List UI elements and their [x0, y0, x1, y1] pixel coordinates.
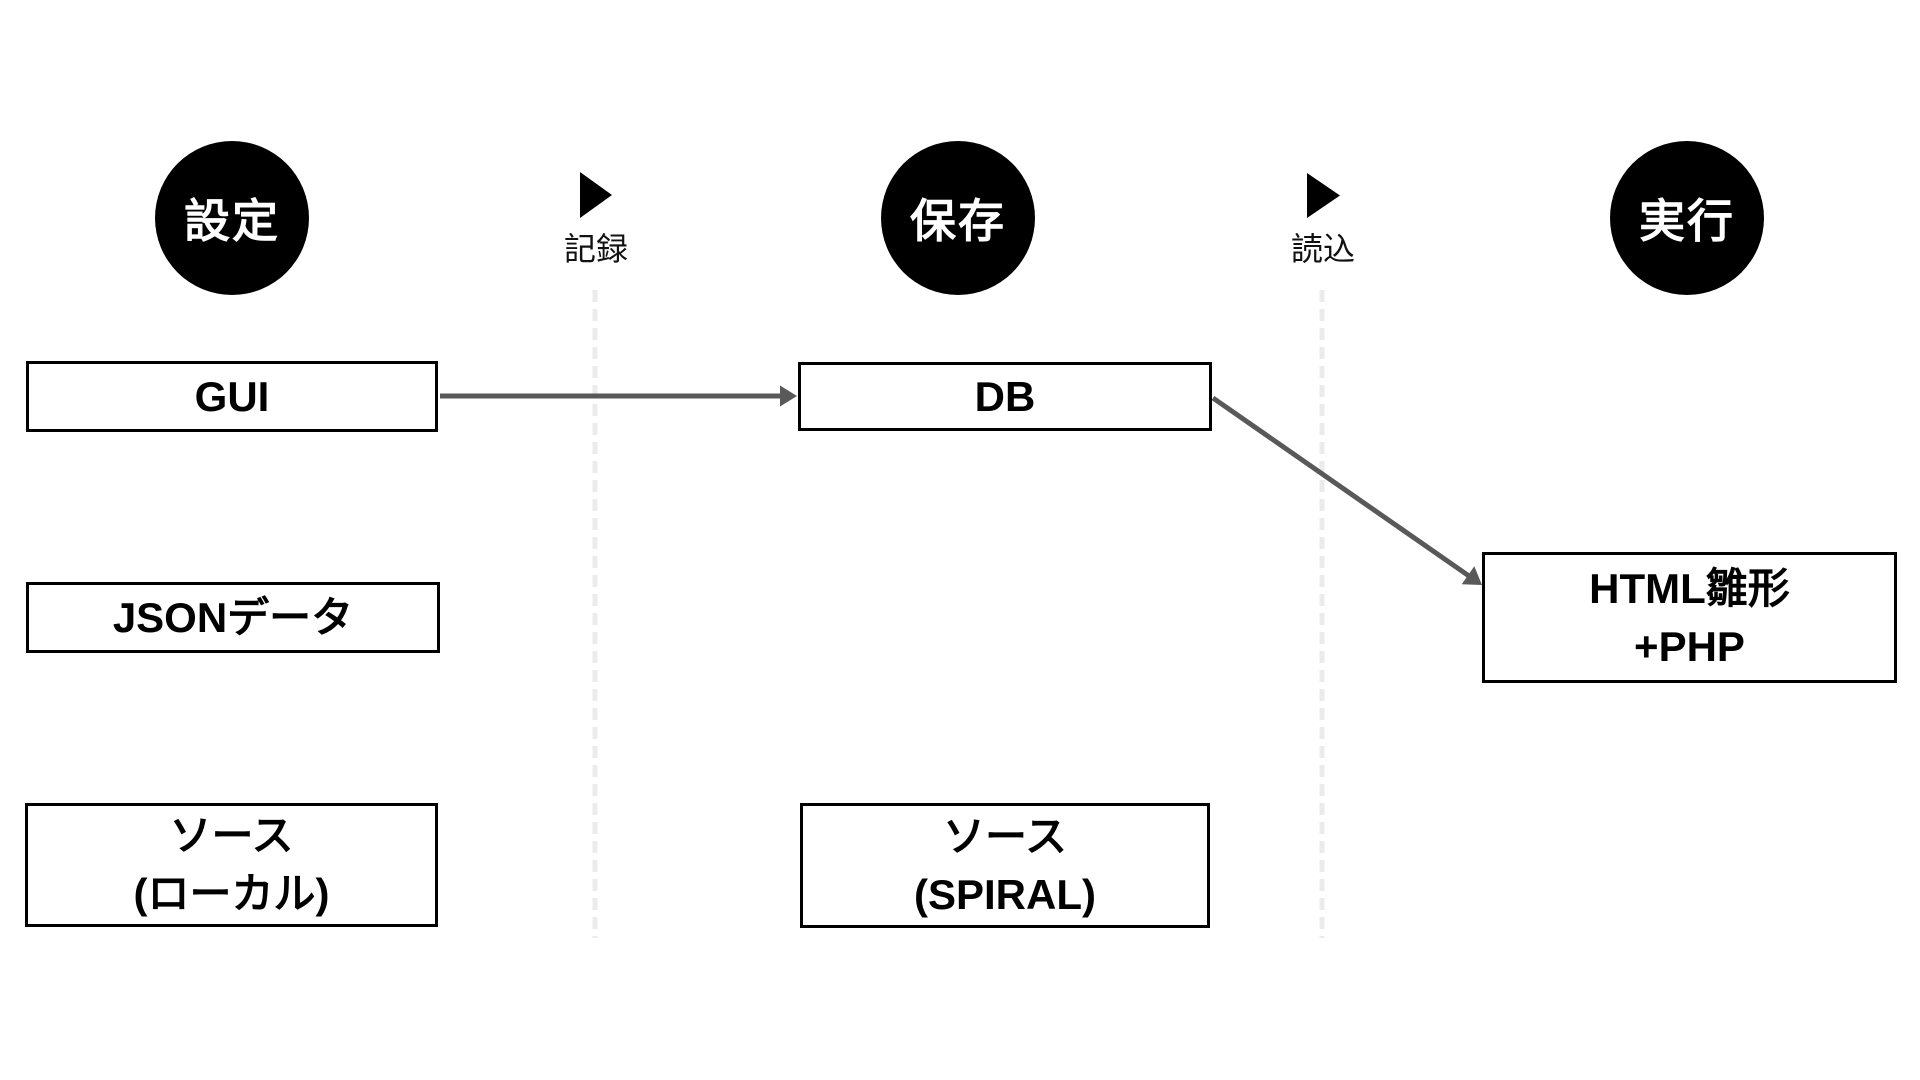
box-gui-label: GUI — [194, 372, 270, 420]
stage-settings-label: 設定 — [184, 195, 280, 247]
box-source-spiral-line2: (SPIRAL) — [914, 870, 1096, 918]
stage-save-label: 保存 — [910, 195, 1006, 247]
record-triangle-icon — [580, 172, 612, 218]
box-json-data-label: JSONデータ — [112, 593, 354, 641]
box-source-spiral-line1: ソース — [943, 812, 1067, 860]
box-html-template-line2: +PHP — [1634, 622, 1745, 670]
box-source-local: ソース (ローカル) — [25, 803, 438, 927]
arrow-gui-to-db — [440, 385, 797, 407]
stage-execute-label: 実行 — [1639, 195, 1735, 247]
arrow-db-to-html — [1211, 395, 1482, 585]
box-html-template-line1: HTML雛形 — [1589, 564, 1790, 612]
box-source-local-line1: ソース — [169, 812, 294, 860]
load-label: 読込 — [1290, 231, 1355, 267]
box-db-label: DB — [974, 372, 1036, 420]
stage-circle-execute: 実行 — [1610, 141, 1764, 295]
box-source-spiral: ソース (SPIRAL) — [800, 803, 1210, 928]
box-gui: GUI — [26, 361, 438, 432]
stage-circle-save: 保存 — [881, 141, 1035, 295]
stage-circle-settings: 設定 — [155, 141, 309, 295]
record-label: 記録 — [563, 231, 628, 267]
box-html-template-php: HTML雛形 +PHP — [1482, 552, 1897, 683]
box-json-data: JSONデータ — [26, 582, 440, 653]
box-db: DB — [798, 362, 1212, 431]
load-triangle-icon — [1307, 173, 1340, 218]
box-source-local-line2: (ローカル) — [133, 870, 330, 917]
